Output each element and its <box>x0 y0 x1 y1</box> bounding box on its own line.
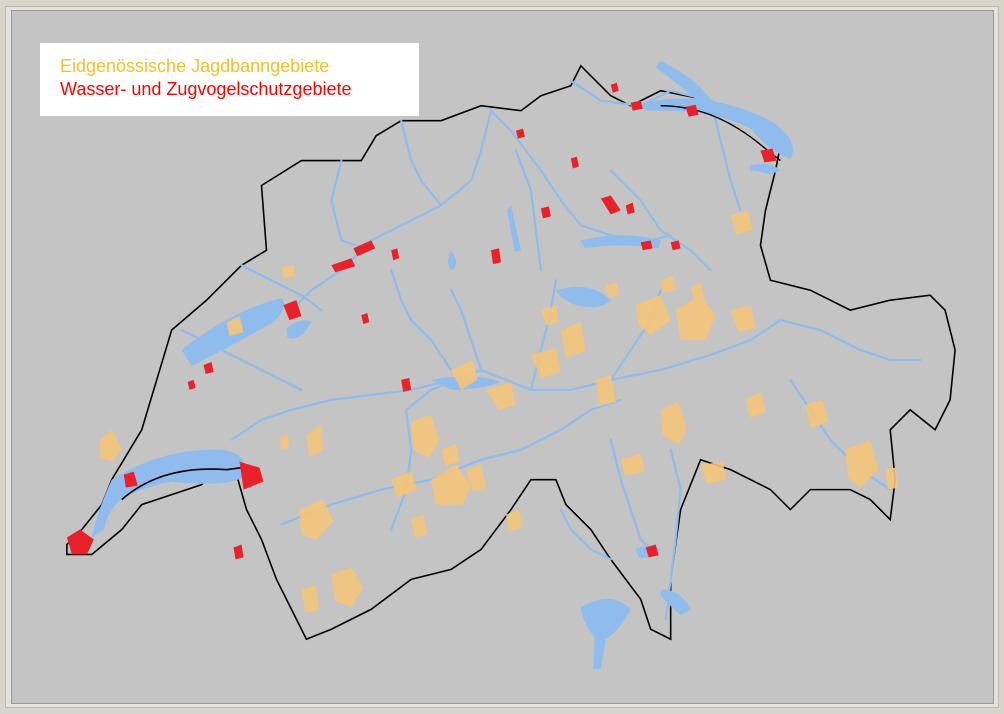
lake-border-constance <box>660 105 781 162</box>
legend-item-hunting-reserves: Eidgenössische Jagdbanngebiete <box>60 56 330 76</box>
hunting-reserves <box>99 210 899 614</box>
map-legend: Eidgenössische Jagdbanngebiete Wasser- u… <box>40 43 419 116</box>
switzerland-border <box>66 64 956 641</box>
legend-item-bird-reserves: Wasser- und Zugvogelschutzgebiete <box>60 79 352 99</box>
switzerland-map[interactable] <box>11 10 994 704</box>
lake-border-geneva <box>121 466 242 501</box>
shaded-relief <box>12 11 993 703</box>
map-canvas <box>12 11 993 703</box>
bird-reserves <box>66 82 777 560</box>
